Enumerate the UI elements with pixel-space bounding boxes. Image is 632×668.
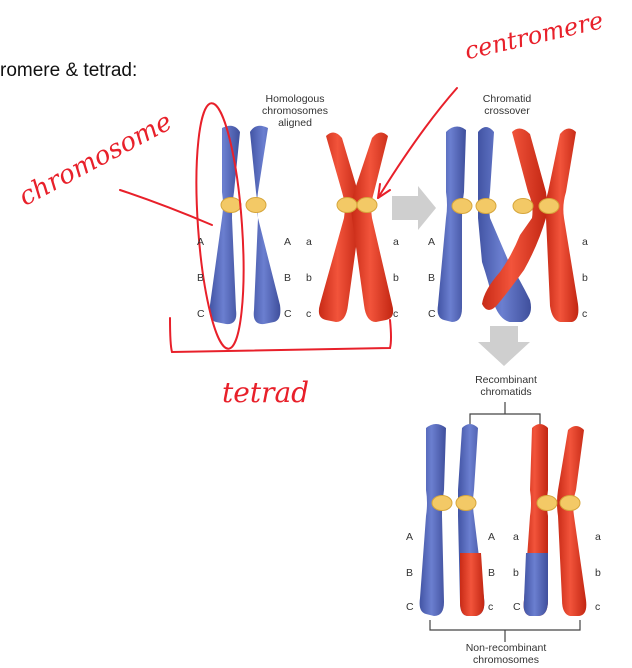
locus-a-res-3: a (513, 531, 519, 543)
centromere (221, 198, 241, 213)
locus-B-left: B (197, 272, 204, 284)
locus-b-res-4: b (595, 567, 601, 579)
locus-A-mid: A (284, 236, 291, 248)
blue-chromosome-pair-result (420, 424, 485, 616)
red-chromosome-pair-crossover (482, 128, 578, 322)
centromere (537, 496, 557, 511)
red-chromosome-pair-aligned (319, 132, 393, 322)
centromere (456, 496, 476, 511)
right-arrow (392, 186, 436, 230)
blue-segment-swapped (524, 553, 548, 616)
nonrecombinant-bracket (430, 620, 580, 642)
locus-C-res-1: C (406, 601, 414, 613)
locus-a-right: a (393, 236, 399, 248)
tetrad-bracket (170, 318, 391, 352)
centromere (476, 199, 496, 214)
locus-A-cross-left: A (428, 236, 435, 248)
locus-C-mid: C (284, 308, 292, 320)
red-segment-swapped (460, 553, 484, 616)
centromere (432, 496, 452, 511)
centromere-arrow-head (378, 184, 390, 198)
down-arrow (478, 326, 530, 366)
centromere (539, 199, 559, 214)
locus-b-mid: b (306, 272, 312, 284)
blue-chromatid (210, 126, 240, 324)
locus-a-cross-right: a (582, 236, 588, 248)
locus-C-res-3: C (513, 601, 521, 613)
locus-A-left: A (197, 236, 204, 248)
locus-a-res-4: a (595, 531, 601, 543)
blue-chromatid (420, 424, 446, 616)
locus-C-left: C (197, 308, 205, 320)
locus-B-res-2: B (488, 567, 495, 579)
locus-B-mid: B (284, 272, 291, 284)
centromere-arrow-shaft (378, 88, 457, 198)
blue-chromatid (250, 126, 280, 324)
locus-c-right: c (393, 308, 398, 320)
locus-B-cross-left: B (428, 272, 435, 284)
centromere (246, 198, 266, 213)
locus-C-cross-left: C (428, 308, 436, 320)
locus-c-mid: c (306, 308, 311, 320)
locus-c-res-2: c (488, 601, 493, 613)
centromere (357, 198, 377, 213)
locus-b-cross-right: b (582, 272, 588, 284)
locus-b-res-3: b (513, 567, 519, 579)
red-chromatid (545, 128, 578, 322)
blue-chromatid (438, 126, 466, 322)
centromere (560, 496, 580, 511)
centromere (452, 199, 472, 214)
locus-a-mid: a (306, 236, 312, 248)
locus-A-res-1: A (406, 531, 413, 543)
centromere (513, 199, 533, 214)
locus-b-right: b (393, 272, 399, 284)
blue-chromosome-pair-crossover (438, 126, 531, 322)
locus-c-cross-right: c (582, 308, 587, 320)
recombinant-bracket (470, 402, 540, 428)
locus-B-res-1: B (406, 567, 413, 579)
chromosome-pointer-line (120, 190, 212, 225)
red-chromatid (557, 426, 586, 616)
annotation-tetrad: tetrad (222, 376, 309, 409)
blue-chromosome-pair-aligned (210, 126, 281, 324)
red-chromatid (351, 132, 393, 322)
red-chromosome-pair-result (524, 424, 587, 616)
centromere (337, 198, 357, 213)
locus-A-res-2: A (488, 531, 495, 543)
locus-c-res-4: c (595, 601, 600, 613)
